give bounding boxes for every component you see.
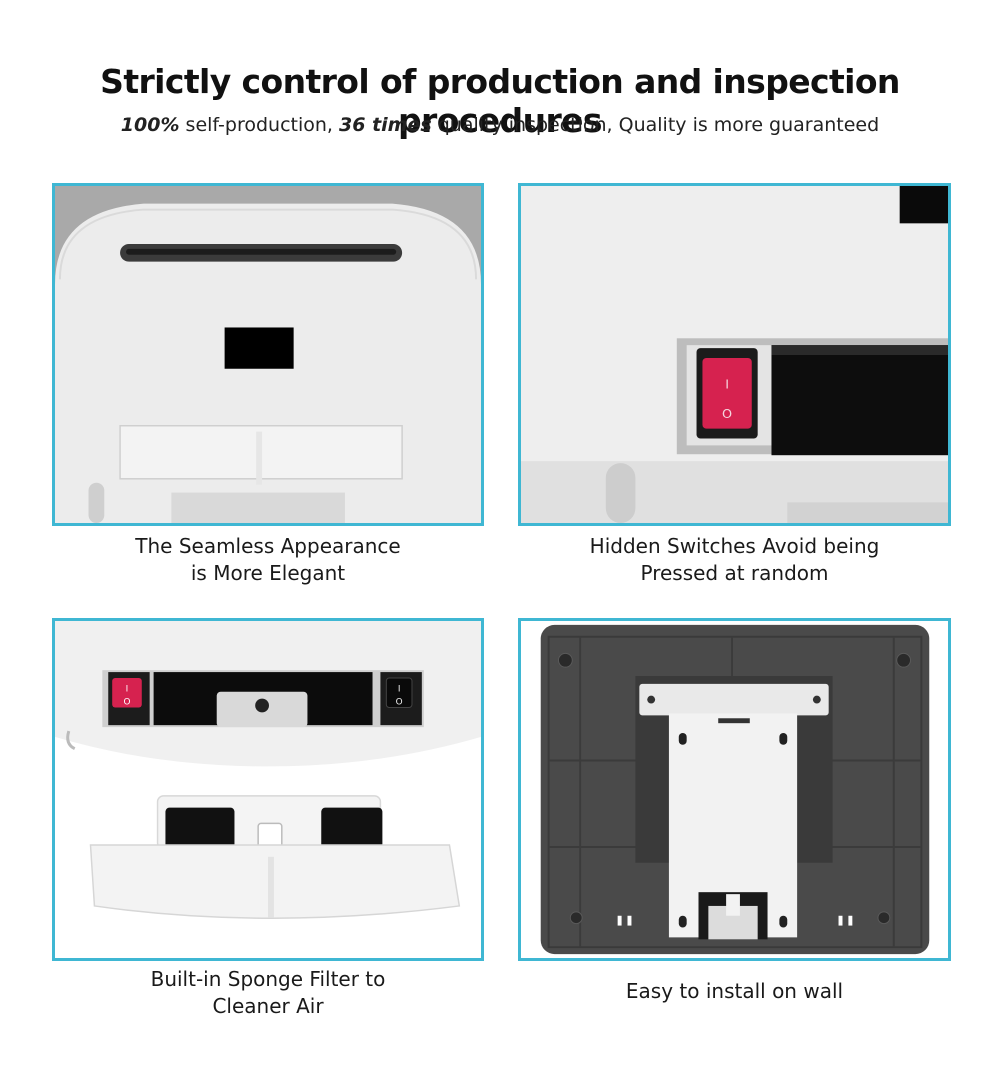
page-title: Strictly control of production and inspe… <box>100 62 900 140</box>
feature-caption-seamless: The Seamless Appearance is More Elegant <box>52 533 484 587</box>
switch-on-mark: I <box>725 377 729 392</box>
switch-off-mark: O <box>722 407 732 422</box>
caption-line: Built-in Sponge Filter to <box>150 967 386 991</box>
caption-line: is More Elegant <box>190 561 346 585</box>
subtitle-count: 36 times <box>339 114 432 136</box>
subtitle-percentage: 100% <box>120 114 180 136</box>
caption-line: Cleaner Air <box>212 994 324 1018</box>
feature-caption-hidden-switch: Hidden Switches Avoid being Pressed at r… <box>518 533 951 587</box>
caption-line: Easy to install on wall <box>625 979 844 1003</box>
filter-switch2-on-mark: I <box>398 685 401 695</box>
subtitle-text-2: quality inspection, Quality is more guar… <box>431 114 880 136</box>
filter-switch-off-mark: O <box>123 698 130 708</box>
filter-switch-on-mark: I <box>126 685 129 695</box>
feature-caption-sponge-filter: Built-in Sponge Filter to Cleaner Air <box>52 966 484 1020</box>
subtitle-text-1: self-production, <box>179 114 340 136</box>
caption-line: Hidden Switches Avoid being <box>589 534 880 558</box>
sponge-filter-photo: I O I O <box>52 618 484 961</box>
wall-mount-photo <box>518 618 951 961</box>
seamless-appearance-photo <box>52 183 484 526</box>
feature-caption-wall-mount: Easy to install on wall <box>518 978 951 1005</box>
hidden-switch-photo: I O <box>518 183 951 526</box>
caption-line: Pressed at random <box>640 561 829 585</box>
page-subtitle: 100% self-production, 36 times quality i… <box>0 114 1000 136</box>
caption-line: The Seamless Appearance <box>135 534 401 558</box>
filter-switch2-off-mark: O <box>396 698 403 708</box>
